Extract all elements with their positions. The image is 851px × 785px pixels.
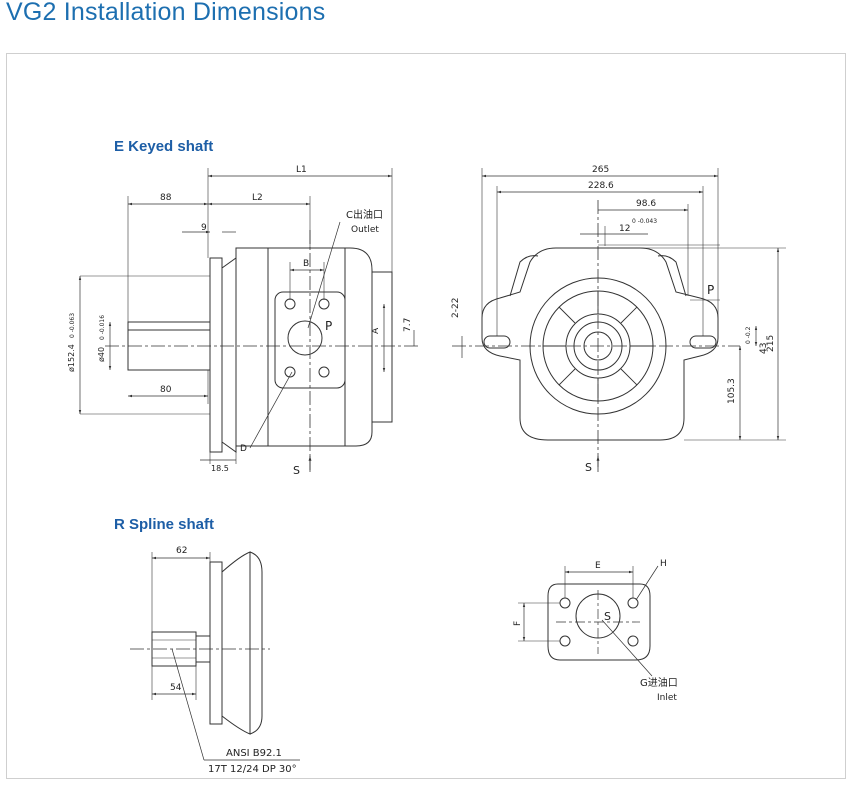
dim-a: A bbox=[371, 327, 381, 334]
dim-265: 265 bbox=[592, 165, 609, 175]
dim-f: F bbox=[513, 621, 523, 626]
dim-e: E bbox=[595, 561, 601, 571]
dim-phi40-tol: 0 -0.016 bbox=[99, 315, 106, 340]
dim-12-tol: 0 -0.043 bbox=[632, 218, 657, 225]
side-view-labels: L1 88 L2 9 80 18.5 B A 7.7 P D S C出油口 Ou… bbox=[67, 165, 413, 477]
rotation-label-s: S bbox=[293, 464, 300, 477]
rotation-label-s-front: S bbox=[585, 461, 592, 474]
spline-spec-line2: 17T 12/24 DP 30° bbox=[208, 764, 297, 775]
dim-9: 9 bbox=[201, 223, 207, 233]
inlet-view-labels: E F H S G进油口 Inlet bbox=[513, 559, 678, 703]
port-label-p-front: P bbox=[707, 283, 714, 297]
outlet-label-en: Outlet bbox=[351, 225, 379, 235]
front-view-labels: 265 228.6 98.6 12 0 -0.043 2-22 43 0 -0.… bbox=[451, 165, 776, 474]
inlet-label-s: S bbox=[604, 610, 611, 623]
port-label-p: P bbox=[325, 319, 332, 333]
side-pump-body bbox=[235, 247, 373, 447]
spline-spec-line1: ANSI B92.1 bbox=[226, 748, 282, 759]
spline-view bbox=[130, 551, 300, 761]
dim-98-6: 98.6 bbox=[636, 199, 656, 209]
dim-l1: L1 bbox=[296, 165, 307, 175]
spline-flange bbox=[209, 561, 223, 725]
inlet-label-en: Inlet bbox=[657, 693, 677, 703]
dim-215: 215 bbox=[766, 335, 776, 352]
dim-12: 12 bbox=[619, 224, 630, 234]
inlet-view bbox=[518, 565, 659, 677]
dim-18-5: 18.5 bbox=[211, 464, 229, 473]
inlet-label-cn: G进油口 bbox=[640, 676, 678, 689]
dim-228-6: 228.6 bbox=[588, 181, 614, 191]
dim-105-3: 105.3 bbox=[727, 378, 737, 404]
front-view bbox=[452, 168, 786, 472]
inlet-port-plate bbox=[547, 583, 651, 661]
side-view bbox=[78, 168, 420, 472]
page-title: VG2 Installation Dimensions bbox=[6, 0, 326, 26]
dim-80: 80 bbox=[160, 385, 172, 395]
dim-phi152: ø152.4 bbox=[67, 344, 76, 372]
dim-7-7: 7.7 bbox=[403, 318, 413, 332]
section-title-spline-shaft: R Spline shaft bbox=[114, 516, 215, 533]
side-flange bbox=[209, 257, 223, 453]
spline-view-labels: 62 54 ANSI B92.1 17T 12/24 DP 30° bbox=[170, 546, 297, 775]
drawing-frame bbox=[6, 53, 846, 779]
dim-b: B bbox=[303, 259, 309, 269]
dim-d: D bbox=[240, 444, 247, 454]
dim-43: 43 bbox=[759, 343, 769, 354]
dim-phi152-tol: 0 -0.063 bbox=[69, 313, 76, 338]
dim-54: 54 bbox=[170, 683, 182, 693]
section-title-keyed-shaft: E Keyed shaft bbox=[114, 138, 214, 155]
outlet-label-cn: C出油口 bbox=[346, 208, 383, 221]
dim-43-tol: 0 -0.2 bbox=[745, 326, 752, 344]
dim-phi40: ø40 bbox=[97, 347, 106, 362]
dim-l2: L2 bbox=[252, 193, 263, 203]
front-body-outline bbox=[481, 247, 719, 441]
dim-62: 62 bbox=[176, 546, 187, 556]
side-rear-cover bbox=[372, 271, 393, 423]
dim-88: 88 bbox=[160, 193, 172, 203]
dim-2-22: 2-22 bbox=[451, 298, 461, 318]
dim-h: H bbox=[660, 559, 667, 569]
